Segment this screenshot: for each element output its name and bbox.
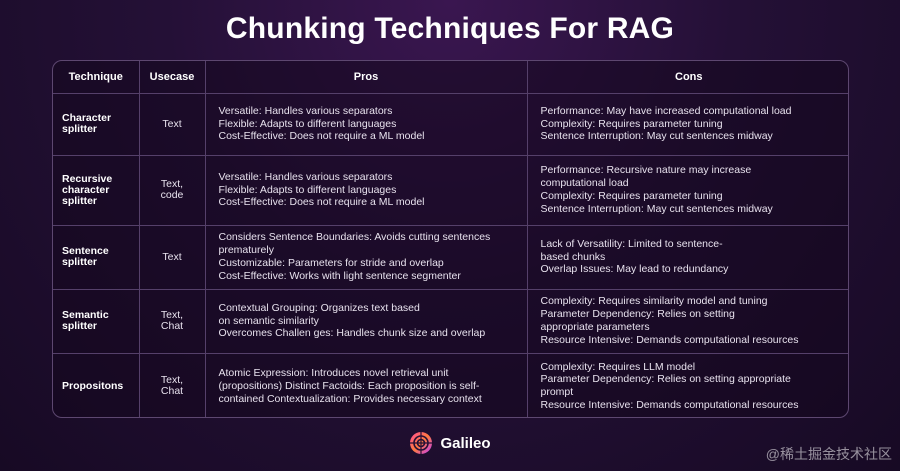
technique-cell-line: Sentence — [62, 245, 109, 257]
brand-name: Galileo — [440, 434, 491, 452]
cons-cell-line: Complexity: Requires similarity model an… — [540, 295, 768, 308]
technique-cell-line: splitter — [62, 123, 98, 135]
usecase-cell-line: code — [160, 189, 184, 201]
header-cons: Cons — [526, 61, 848, 94]
technique-cell-line: character — [62, 183, 110, 196]
usecase-cell: Text,Chat — [138, 288, 206, 354]
header-usecase: Usecase — [138, 61, 206, 94]
pros-cell-line: Versatile: Handles various separators — [218, 170, 393, 183]
cons-cell-line: Sentence Interruption: May cut sentences… — [540, 202, 773, 215]
pros-cell-line: Flexible: Adapts to different languages — [218, 183, 397, 196]
cons-cell-line: Complexity: Requires parameter tuning — [540, 190, 723, 202]
usecase-cell-line: Text, — [160, 309, 184, 321]
pros-cell: Considers Sentence Boundaries: Avoids cu… — [204, 224, 528, 290]
usecase-cell-line: Chat — [160, 385, 184, 398]
cons-cell-line: Resource Intensive: Demands computationa… — [540, 333, 799, 346]
pros-cell-line: prematurely — [218, 244, 274, 257]
usecase-cell: Text — [138, 224, 206, 290]
technique-cell-line: splitter — [62, 256, 98, 268]
pros-cell-line: Contextual Grouping: Organizes text base… — [218, 301, 420, 314]
pros-cell: Contextual Grouping: Organizes text base… — [204, 288, 528, 354]
usecase-cell-line: Text — [162, 250, 182, 263]
pros-cell-line: Customizable: Parameters for stride and … — [218, 257, 444, 269]
technique-cell-line: Semantic — [62, 309, 109, 321]
cons-cell-line: Sentence Interruption: May cut sentences… — [540, 130, 773, 143]
usecase-cell-line: Chat — [160, 320, 184, 332]
cons-cell-line: appropriate parameters — [540, 321, 650, 333]
usecase-cell-line: Text, — [160, 374, 184, 387]
technique-cell-line: Propositons — [62, 379, 124, 392]
cons-cell: Complexity: Requires similarity model an… — [526, 288, 848, 354]
pros-cell-line: Cost-Effective: Works with light sentenc… — [218, 269, 461, 282]
cons-cell-line: computational load — [540, 177, 629, 190]
cons-cell-line: Parameter Dependency: Relies on setting … — [540, 373, 791, 386]
pros-cell-line: contained Contextualization: Provides ne… — [218, 392, 482, 405]
cons-cell-line: Parameter Dependency: Relies on setting — [540, 308, 735, 321]
usecase-cell-line: Text, — [160, 178, 184, 190]
cons-cell-line: Overlap Issues: May lead to redundancy — [540, 263, 729, 276]
pros-cell-line: Flexible: Adapts to different languages — [218, 117, 397, 130]
header-pros: Pros — [204, 61, 528, 94]
cons-cell-line: Lack of Versatility: Limited to sentence… — [540, 237, 723, 250]
usecase-cell: Text — [138, 92, 206, 156]
technique-cell-line: splitter — [62, 194, 98, 207]
technique-cell-line: Recursive — [62, 172, 113, 185]
cons-cell-line: Performance: May have increased computat… — [540, 104, 792, 117]
pros-cell-line: Versatile: Handles various separators — [218, 104, 393, 117]
pros-cell-line: Cost-Effective: Does not require a ML mo… — [218, 196, 425, 209]
cons-cell: Performance: Recursive nature may increa… — [526, 154, 848, 226]
technique-cell-line: splitter — [62, 320, 98, 332]
pros-cell-line: (propositions) Distinct Factoids: Each p… — [218, 379, 480, 392]
cons-cell-line: based chunks — [540, 250, 606, 263]
pros-cell-line: Overcomes Challen ges: Handles chunk siz… — [218, 327, 486, 340]
usecase-cell: Text,code — [138, 154, 206, 226]
header-technique: Technique — [53, 61, 140, 94]
page-title: Chunking Techniques For RAG — [225, 12, 675, 45]
usecase-cell-line: Text — [162, 117, 182, 130]
galileo-logo-icon — [410, 432, 433, 454]
cons-cell: Performance: May have increased computat… — [526, 92, 848, 156]
pros-cell-line: on semantic similarity — [218, 314, 319, 327]
table-header-row: Technique Usecase Pros Cons — [53, 61, 848, 94]
cons-cell-line: Performance: Recursive nature may increa… — [540, 164, 752, 177]
usecase-cell: Text,Chat — [138, 352, 206, 417]
technique-cell-line: Character — [62, 112, 112, 124]
cons-cell-line: Complexity: Requires parameter tuning — [540, 117, 723, 130]
technique-cell: Propositons — [53, 352, 140, 417]
pros-cell-line: Atomic Expression: Introduces novel retr… — [218, 367, 449, 380]
cons-cell: Lack of Versatility: Limited to sentence… — [526, 224, 848, 290]
pros-cell: Atomic Expression: Introduces novel retr… — [204, 352, 528, 417]
watermark: @稀土掘金技术社区 — [765, 446, 892, 462]
cons-cell-line: Complexity: Requires LLM model — [540, 360, 696, 373]
footer: Galileo — [0, 430, 900, 456]
pros-cell-line: Considers Sentence Boundaries: Avoids cu… — [218, 231, 491, 244]
table-row: Propositons Text,Chat Atomic Expression: I… — [53, 352, 848, 417]
cons-cell-line: Resource Intensive: Demands computationa… — [540, 399, 799, 412]
pros-cell-line: Cost-Effective: Does not require a ML mo… — [218, 130, 425, 143]
cons-cell-line: prompt — [540, 386, 574, 399]
